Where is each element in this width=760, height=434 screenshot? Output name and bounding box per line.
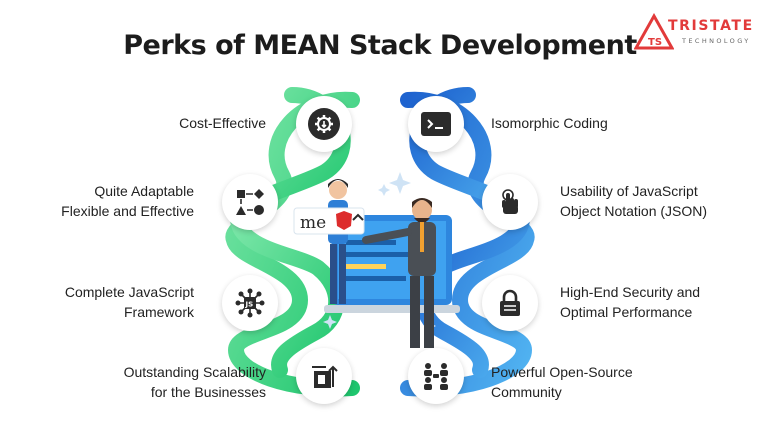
node-adaptable	[222, 174, 278, 230]
perk-community: Powerful Open-Source Community	[491, 364, 633, 400]
tristate-logo-mark-icon: TS	[634, 12, 674, 50]
angular-logo-icon	[336, 211, 352, 230]
tristate-logo: TS TRISTATE TECHNOLOGY	[634, 12, 752, 52]
js-network-icon: JS	[234, 287, 266, 319]
logo-mark-text: TS	[648, 37, 662, 48]
community-icon	[420, 360, 452, 392]
touch-hand-icon	[494, 186, 526, 218]
perk-isomorphic: Isomorphic Coding	[491, 115, 608, 131]
scale-chart-icon	[308, 360, 340, 392]
node-community	[408, 348, 464, 404]
laptop-base	[324, 305, 460, 313]
node-js-framework: JS	[222, 275, 278, 331]
mean-board-text: me	[300, 213, 326, 233]
perk-cost-effective: Cost-Effective	[179, 115, 266, 131]
perk-adaptable: Quite Adaptable Flexible and Effective	[61, 183, 194, 219]
node-isomorphic	[408, 96, 464, 152]
node-json	[482, 174, 538, 230]
perk-js-framework: Complete JavaScript Framework	[64, 284, 194, 320]
node-cost-effective	[296, 96, 352, 152]
page-title: Perks of MEAN Stack Development	[123, 30, 637, 61]
perk-json: Usability of JavaScript Object Notation …	[560, 183, 708, 219]
perk-scalability: Outstanding Scalability for the Business…	[123, 364, 266, 400]
man-figure	[362, 198, 436, 348]
gear-dollar-icon	[308, 108, 340, 140]
terminal-icon	[421, 112, 451, 136]
logo-subtitle: TECHNOLOGY	[682, 37, 751, 45]
node-scalability	[296, 348, 352, 404]
lock-icon	[494, 287, 526, 319]
svg-text:JS: JS	[245, 301, 254, 309]
shapes-flow-icon	[234, 186, 266, 218]
node-logo-icon	[352, 213, 364, 221]
logo-name: TRISTATE	[668, 18, 754, 34]
perk-security: High-End Security and Optimal Performanc…	[560, 284, 701, 320]
node-security	[482, 275, 538, 331]
developers-illustration: me	[293, 172, 460, 348]
